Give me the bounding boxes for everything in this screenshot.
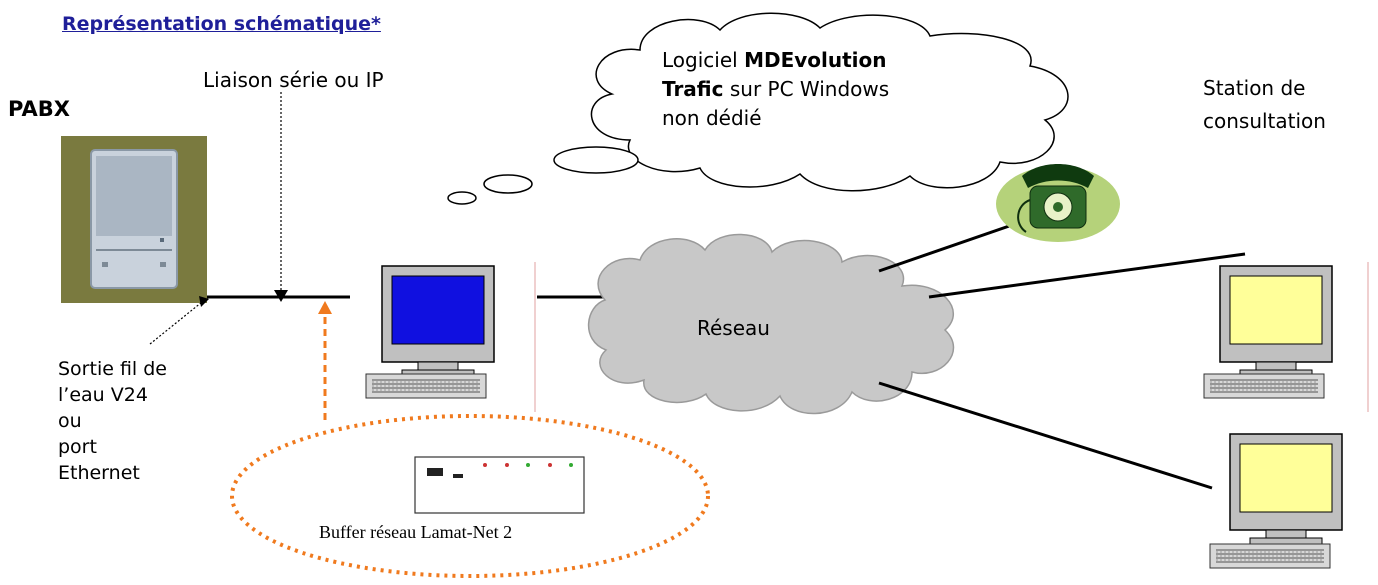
output-arrowhead <box>199 296 209 307</box>
output-line: Ethernet <box>58 462 140 484</box>
pabx-label: PABX <box>8 97 70 121</box>
phone-link-line <box>878 221 1019 273</box>
phone-icon <box>996 164 1120 242</box>
network-label: Réseau <box>697 316 770 340</box>
station-line2: consultation <box>1203 109 1326 133</box>
output-pointer <box>149 301 203 345</box>
software-cloud-text: Logiciel MDEvolution Trafic sur PC Windo… <box>662 46 1002 133</box>
software-line1-prefix: Logiciel <box>662 48 745 72</box>
page-title: Représentation schématique* <box>62 13 381 35</box>
station-pc-icon-2 <box>1209 433 1343 569</box>
software-line2-suffix: sur PC Windows <box>723 77 890 101</box>
thought-cloud <box>447 12 1069 205</box>
network-cloud <box>587 233 955 415</box>
buffer-label: Buffer réseau Lamat-Net 2 <box>319 522 513 542</box>
software-name-bold: MDEvolution <box>744 48 887 72</box>
buffer-device <box>414 456 585 514</box>
station-label: Station de consultation <box>1203 72 1378 138</box>
pabx-photo <box>61 136 207 303</box>
output-line: ou <box>58 410 82 432</box>
output-label: Sortie fil de l’eau V24 ou port Ethernet <box>58 356 218 486</box>
server-pc-icon <box>365 265 495 399</box>
output-line: port <box>58 436 97 458</box>
station1-link-line <box>928 252 1246 299</box>
software-line3: non dédié <box>662 106 762 130</box>
buffer-arrowhead <box>318 301 332 314</box>
output-line: l’eau V24 <box>58 384 148 406</box>
station-pc-icon <box>1203 265 1333 399</box>
software-trafic-bold: Trafic <box>662 77 724 101</box>
station-line1: Station de <box>1203 76 1306 100</box>
station2-link-line <box>878 381 1213 490</box>
link-arrowhead <box>274 290 288 302</box>
output-line: Sortie fil de <box>58 358 167 380</box>
link-label: Liaison série ou IP <box>203 68 384 92</box>
buffer-ellipse <box>230 414 710 578</box>
